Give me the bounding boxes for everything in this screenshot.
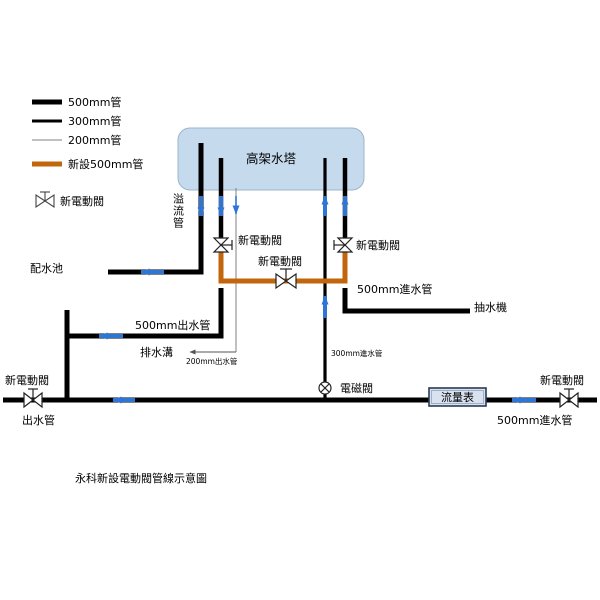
- pipe-500mm-inlet-from-pump: [342, 288, 470, 314]
- flow-meter[interactable]: 流量表: [428, 387, 487, 407]
- legend-label-500mm: 500mm管: [68, 95, 121, 109]
- label-overflow-char1: 溢流管: [172, 192, 185, 229]
- pipe-200mm-group: [189, 188, 237, 355]
- label-drain-ditch: 排水溝: [140, 345, 173, 359]
- valve-cross-mid[interactable]: [275, 268, 297, 290]
- label-outlet-500: 500mm出水管: [135, 318, 210, 332]
- valve-bottom-right-label: 新電動閥: [540, 373, 584, 387]
- tank-body: [177, 127, 365, 191]
- flow-meter-label: 流量表: [441, 390, 474, 404]
- legend-label-300mm: 300mm管: [68, 114, 121, 128]
- diagram-labels: 溢流管 配水池 500mm出水管 排水溝 200mm出水管 300mm進水管 5…: [22, 192, 572, 485]
- flow-arrows: [98, 195, 536, 404]
- label-outlet-pipe: 出水管: [22, 413, 55, 427]
- flow-meter-inner-border: [431, 390, 484, 404]
- label-inlet-500-mid: 500mm進水管: [357, 282, 432, 296]
- label-pump: 抽水機: [474, 300, 507, 314]
- label-outlet-200: 200mm出水管: [186, 356, 238, 366]
- pipe-overflow-to-reservoir: [108, 143, 204, 275]
- solenoid-valve-label: 電磁閥: [340, 382, 373, 395]
- label-inlet-300: 300mm進水管: [331, 348, 383, 358]
- valve-tank-right-label: 新電動閥: [356, 238, 400, 252]
- legend-label-new500mm: 新設500mm管: [68, 157, 143, 171]
- legend: 500mm管 300mm管 200mm管 新設500mm管 新電動閥: [32, 95, 143, 209]
- tank-label: 高架水塔: [246, 151, 297, 166]
- legend-label-200mm: 200mm管: [68, 133, 121, 147]
- figure-caption: 永科新設電動閥管線示意圖: [75, 471, 207, 485]
- pipe-network-black: [3, 143, 597, 403]
- valve-tank-right[interactable]: [333, 237, 354, 253]
- legend-label-valve: 新電動閥: [60, 194, 104, 208]
- solenoid-valve-icon[interactable]: [318, 381, 332, 395]
- valve-bottom-left-label: 新電動閥: [5, 373, 49, 387]
- legend-gate-valve-icon: [35, 191, 55, 209]
- label-reservoir: 配水池: [30, 262, 63, 275]
- valve-tank-left-label: 新電動閥: [238, 233, 282, 247]
- label-inlet-500-bottom: 500mm進水管: [497, 413, 572, 427]
- valve-tank-left[interactable]: [212, 237, 233, 253]
- valve-bottom-right[interactable]: [559, 388, 579, 409]
- valve-bottom-left[interactable]: [23, 388, 43, 409]
- flow-meter-box: [428, 387, 487, 407]
- valve-cross-mid-label: 新電動閥: [258, 254, 302, 268]
- water-tower: 高架水塔: [177, 127, 365, 191]
